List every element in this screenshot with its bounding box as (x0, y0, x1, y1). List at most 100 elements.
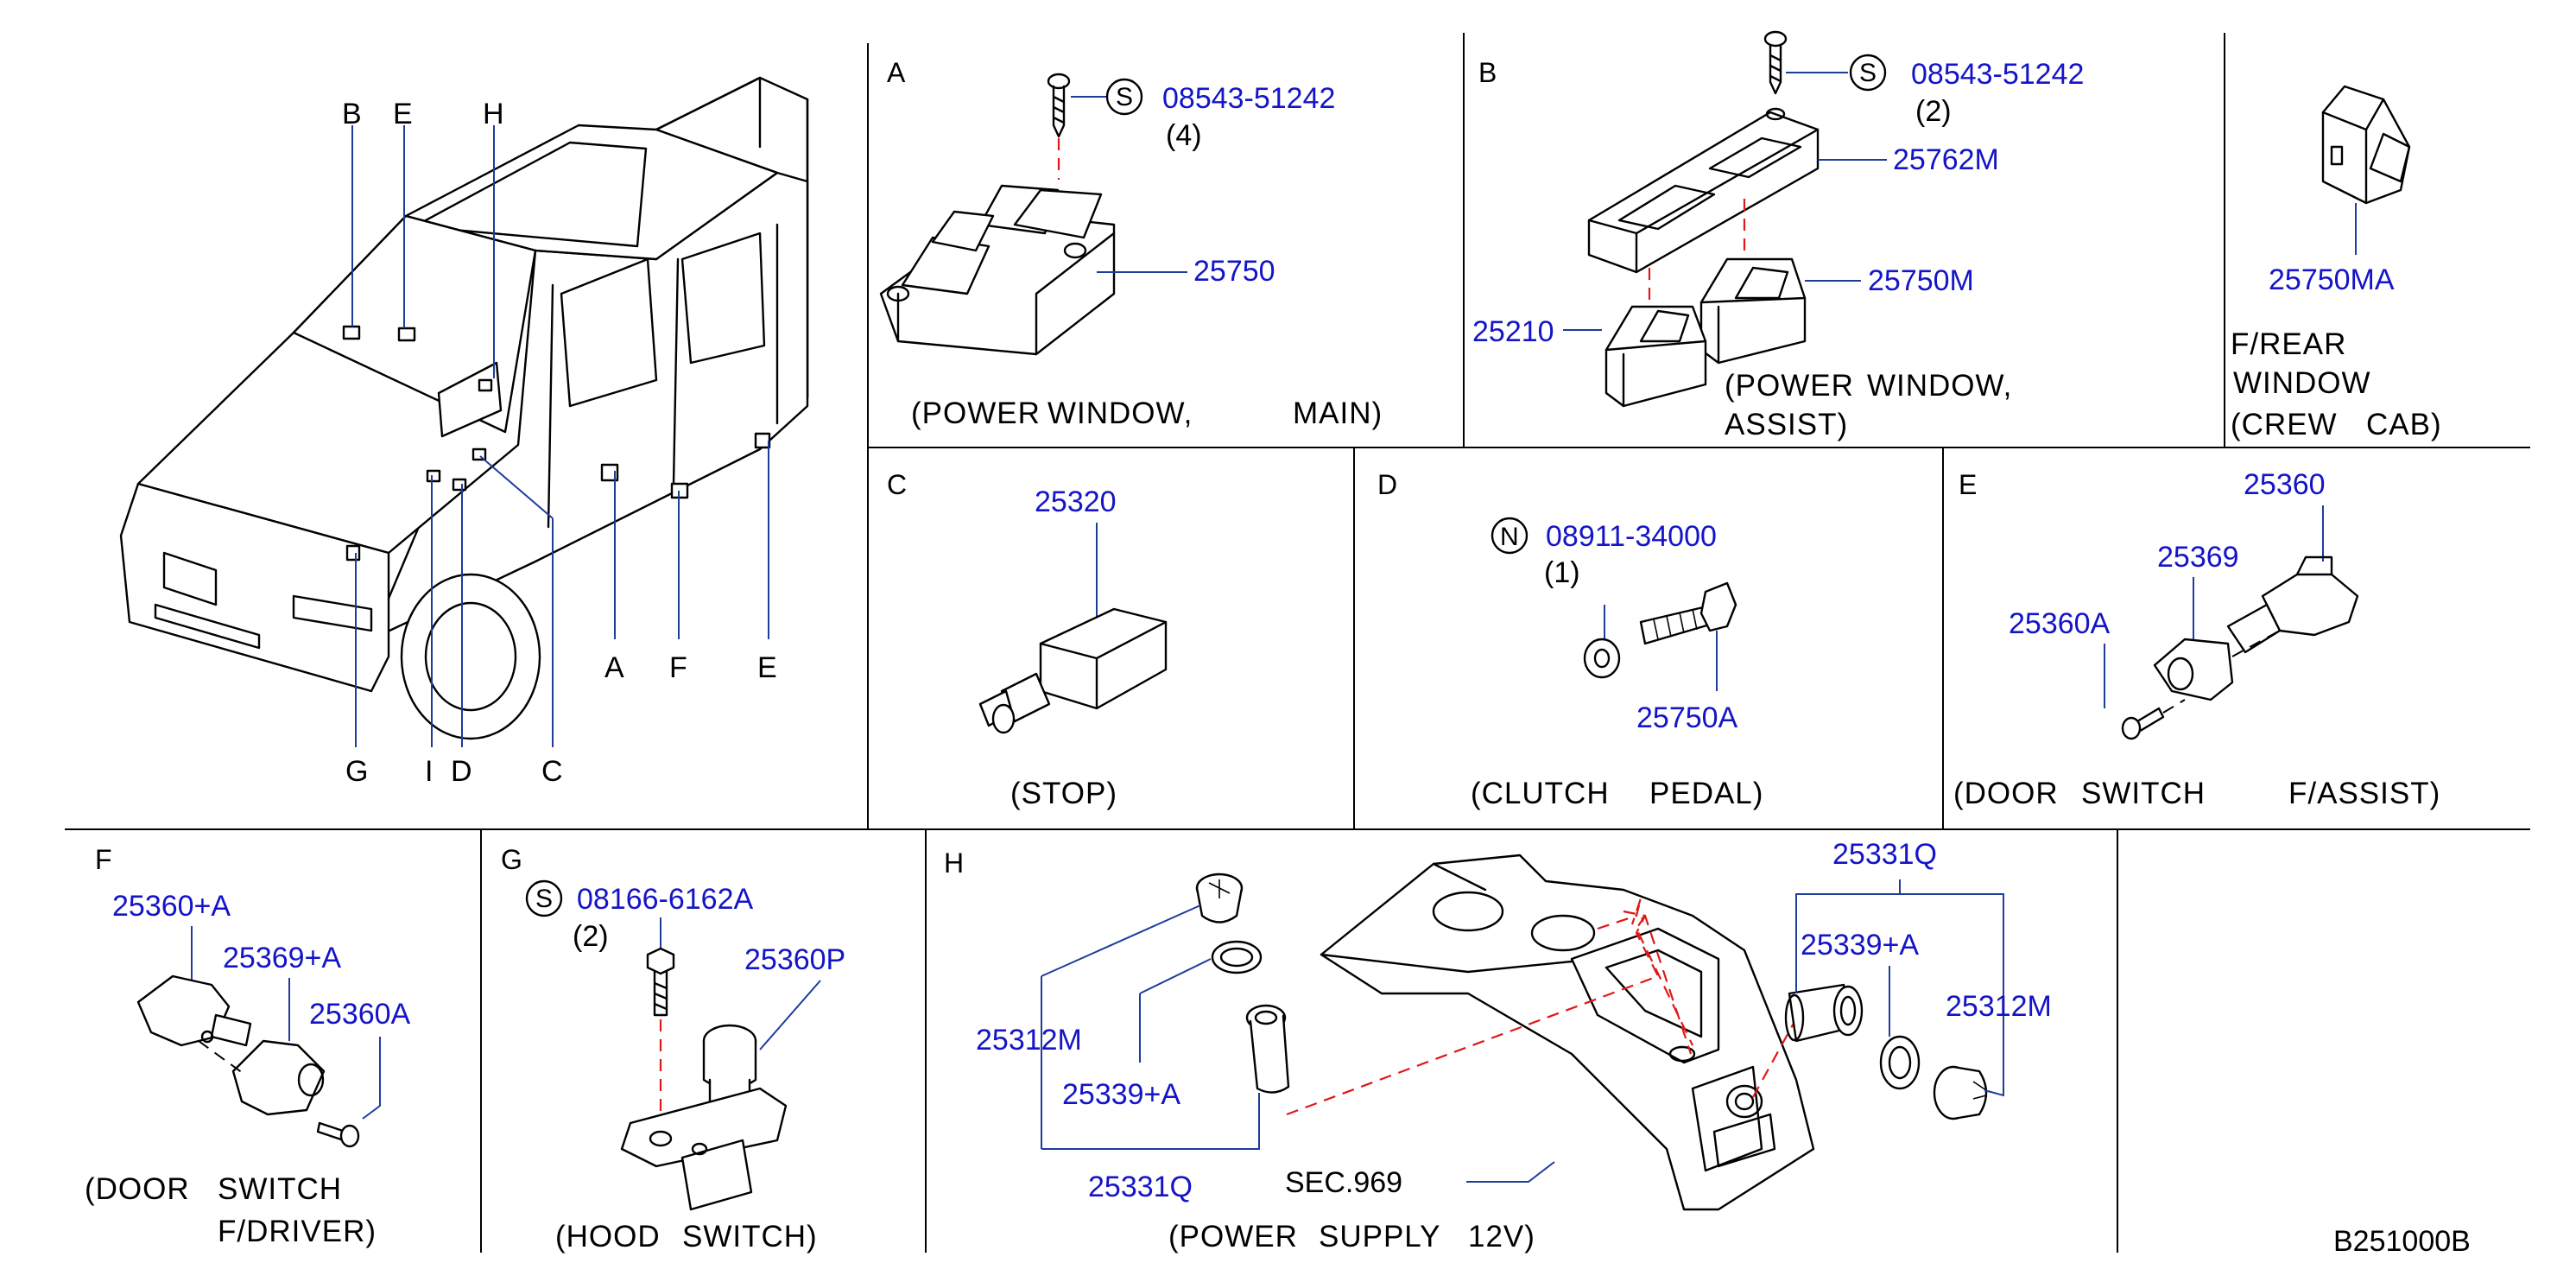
caption-word-2: WINDOW, (1867, 369, 2012, 403)
caption-word-2: SUPPLY (1319, 1220, 1441, 1253)
screw-drawing (316, 1121, 360, 1148)
location-label-d: D (451, 755, 472, 788)
part-number-screw: 25360A (309, 998, 411, 1031)
right-socket (1784, 983, 1864, 1043)
part-number-switch: 25320 (1035, 486, 1117, 518)
caption: (STOP) (1010, 777, 1117, 810)
screw-drawing (1763, 30, 1788, 95)
caption-word-1: (HOOD (555, 1220, 661, 1253)
diagram-code: B251000B (2333, 1225, 2471, 1258)
part-number-bezel: 25762M (1893, 143, 1999, 176)
right-plug (1933, 1065, 1988, 1120)
location-label-e2: E (757, 651, 777, 684)
part-number-cap: 25369 (2157, 541, 2239, 574)
s-symbol: S (1116, 83, 1133, 111)
door-switch-cap (2153, 638, 2234, 701)
part-number-ring: 25339+A (1801, 929, 1919, 962)
part-number-stopper: 25750A (1636, 701, 1738, 734)
panel-c: C 25320 (STOP) (887, 469, 1168, 810)
quantity-label: (2) (1915, 95, 1952, 128)
right-ring (1879, 1035, 1921, 1090)
power-window-main-switch (879, 184, 1116, 356)
location-label-g: G (345, 755, 368, 788)
caption-word-1: (POWER (1725, 369, 1854, 403)
nut-drawing (1583, 638, 1621, 679)
quantity-label: (4) (1166, 119, 1202, 152)
panel-letter-f: F (95, 844, 112, 875)
caption-word-2: SWITCH (218, 1172, 342, 1206)
truck-overview: B E H A F E G I D C (119, 76, 809, 788)
location-label-i: I (425, 755, 433, 788)
door-switch-body (136, 974, 252, 1047)
location-label-e: E (393, 98, 413, 130)
part-number-switch: 25360+A (112, 890, 231, 923)
panel-d: D N 08911-34000 (1) 25750A (CLUTCH PEDAL… (1377, 469, 1763, 810)
caption-word-1: (CLUTCH (1471, 777, 1610, 810)
part-number-assy: 25331Q (1832, 838, 1937, 871)
left-ring (1211, 940, 1263, 974)
n-symbol: N (1500, 523, 1519, 551)
left-socket (1245, 1004, 1290, 1094)
panel-f: F 25360+A 25369+A 25360A (DOOR SWITCH F/… (85, 844, 411, 1248)
part-number-cap: 25369+A (223, 942, 341, 974)
panel-a: A S 08543-51242 (4) 25750 (POWER WINDOW,… (879, 57, 1383, 430)
caption-word-2: CAB) (2366, 408, 2442, 441)
panel-letter-d: D (1377, 469, 1397, 500)
location-label-b: B (342, 98, 362, 130)
part-number-ring-left: 25339+A (1062, 1078, 1180, 1111)
part-number-screw: 25360A (2009, 607, 2111, 640)
quantity-label: (2) (573, 920, 609, 953)
s-symbol: S (1859, 59, 1877, 87)
bezel-drawing (1587, 107, 1820, 274)
panel-g: G S 08166-6162A (2) 25360P (HOOD SWITCH) (501, 844, 845, 1253)
panel-b: B S 08543-51242 (2) 25762M 25750M (1472, 30, 2084, 441)
location-leaders (351, 125, 769, 747)
part-number-plug-left: 25312M (976, 1024, 1082, 1057)
part-number-switch: 25360 (2244, 468, 2326, 501)
caption-line-2: F/DRIVER) (218, 1215, 377, 1248)
screw-drawing (1047, 73, 1071, 138)
s-symbol: S (535, 885, 553, 913)
panel-letter-g: G (501, 844, 522, 875)
part-number-bolt: 08166-6162A (577, 883, 754, 916)
caption-word-3: 12V) (1468, 1220, 1535, 1253)
door-switch-cap (231, 1039, 326, 1116)
part-number-switch-2: 25210 (1472, 315, 1554, 348)
caption-word-2: WINDOW, (1047, 397, 1193, 430)
caption-line-2: ASSIST) (1725, 408, 1848, 441)
stopper-bolt-drawing (1639, 581, 1737, 645)
part-number-assy-left: 25331Q (1088, 1171, 1193, 1203)
caption-word-1: (POWER (911, 397, 1041, 430)
hood-switch-drawing (620, 1024, 788, 1211)
part-number-screw: 08543-51242 (1162, 82, 1335, 115)
location-label-a: A (604, 651, 624, 684)
part-number-switch: 25750M (1868, 264, 1974, 297)
rear-window-switch (2321, 85, 2411, 205)
door-switch-body (2226, 555, 2359, 654)
panel-e: E 25360 25369 25360A (DOOR SWITCH F/ASSI… (1953, 468, 2440, 810)
panel-f-rear-window: 25750MA F/REAR WINDOW (CREW CAB) (2231, 85, 2442, 441)
left-plug (1195, 873, 1244, 923)
caption-word-1: (DOOR (1953, 777, 2059, 810)
part-number-switch: 25750MA (2269, 263, 2395, 296)
caption-word-1: (POWER (1168, 1220, 1298, 1253)
part-number-switch: 25360P (744, 943, 845, 976)
truck-illustration (119, 76, 809, 740)
caption-word-1: (CREW (2231, 408, 2338, 441)
assist-switch-right (1699, 257, 1807, 365)
caption-word-3: MAIN) (1293, 397, 1383, 430)
quantity-label: (1) (1544, 556, 1580, 589)
panel-letter-a: A (887, 57, 906, 88)
screw-drawing (2121, 707, 2165, 740)
caption-word-2: SWITCH) (682, 1220, 818, 1253)
panel-h: H 25312M 25339+A 25331Q (944, 838, 2052, 1253)
caption-word-1: (DOOR (85, 1172, 190, 1206)
panel-letter-c: C (887, 469, 907, 500)
location-label-f: F (669, 651, 687, 684)
panel-letter-h: H (944, 847, 964, 879)
bolt-drawing (646, 947, 675, 1017)
part-number-nut: 08911-34000 (1546, 520, 1717, 553)
part-number-screw: 08543-51242 (1911, 58, 2084, 91)
caption-word-3: F/ASSIST) (2288, 777, 2440, 810)
caption-word-2: PEDAL) (1649, 777, 1763, 810)
